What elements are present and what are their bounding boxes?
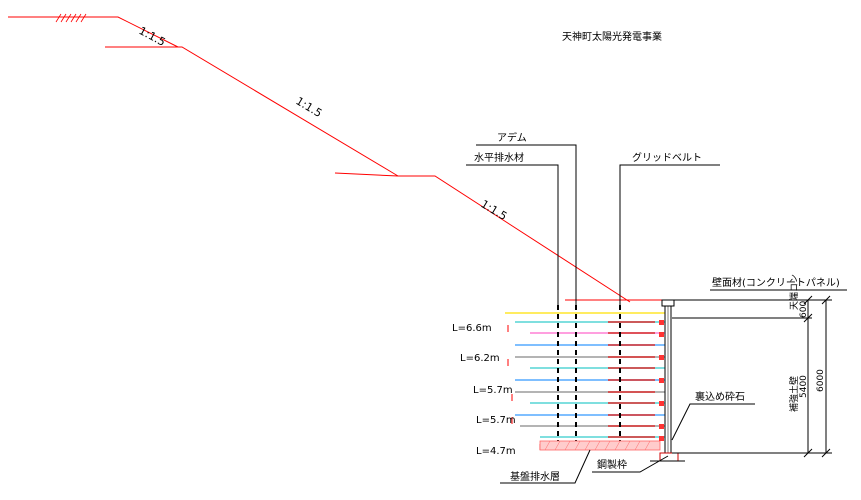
label-wall-facing: 壁面材(コンクリートパネル) (712, 276, 840, 289)
callout-leaders (466, 144, 847, 484)
wall-cap (661, 299, 675, 307)
label-horizontal-drain: 水平排水材 (474, 151, 524, 164)
leader-backfill (671, 403, 755, 441)
label-adem: アデム (497, 131, 527, 144)
vertical-drains (557, 305, 621, 450)
length-label-1: L=6.6m (452, 323, 492, 334)
wall-footing (659, 452, 679, 462)
length-label-5: L=4.7m (476, 446, 516, 457)
length-label-2: L=6.2m (460, 353, 500, 364)
dim-cap-label: 天端コン (788, 274, 800, 310)
leader-adem (476, 144, 577, 305)
label-base-drain-layer: 基盤排水層 (510, 470, 560, 483)
reinforcement-layers (505, 312, 665, 438)
ground-profile (8, 16, 670, 303)
label-grid-belt: グリッドベルト (632, 151, 702, 164)
slope-lower-line (105, 46, 399, 177)
grid-belt-segments (608, 321, 655, 438)
leader-horizontal-drain (466, 164, 559, 305)
dimension-lines (672, 295, 832, 458)
base-drain-hatch (544, 440, 651, 451)
label-backfill-stone: 裏込め砕石 (695, 390, 745, 403)
dim-reinforced-label: 補強土壁 (788, 376, 800, 412)
wall-facing (650, 299, 685, 462)
label-steel-frame: 鋼製枠 (597, 458, 627, 471)
base-drain-layer (539, 440, 661, 451)
dim-cap-value: 600 (799, 301, 809, 318)
ground-hatch (55, 13, 87, 23)
project-title: 天神町太陽光発電事業 (562, 30, 662, 43)
slope-bottom-line (398, 175, 631, 303)
dim-reinforced-value: 5400 (799, 375, 809, 398)
layer-end-ticks (507, 325, 541, 450)
leader-base-drain (500, 449, 591, 484)
dim-total-value: 6000 (816, 369, 826, 392)
length-label-4: L=5.7m (476, 415, 516, 426)
steel-frame-connectors (659, 320, 664, 441)
leader-grid-belt (619, 164, 720, 305)
length-label-3: L=5.7m (473, 385, 513, 396)
slope-label-1: 1:1.5 (137, 24, 168, 49)
leader-steel-frame (592, 455, 669, 473)
slope-label-3: 1:1.5 (478, 197, 509, 223)
